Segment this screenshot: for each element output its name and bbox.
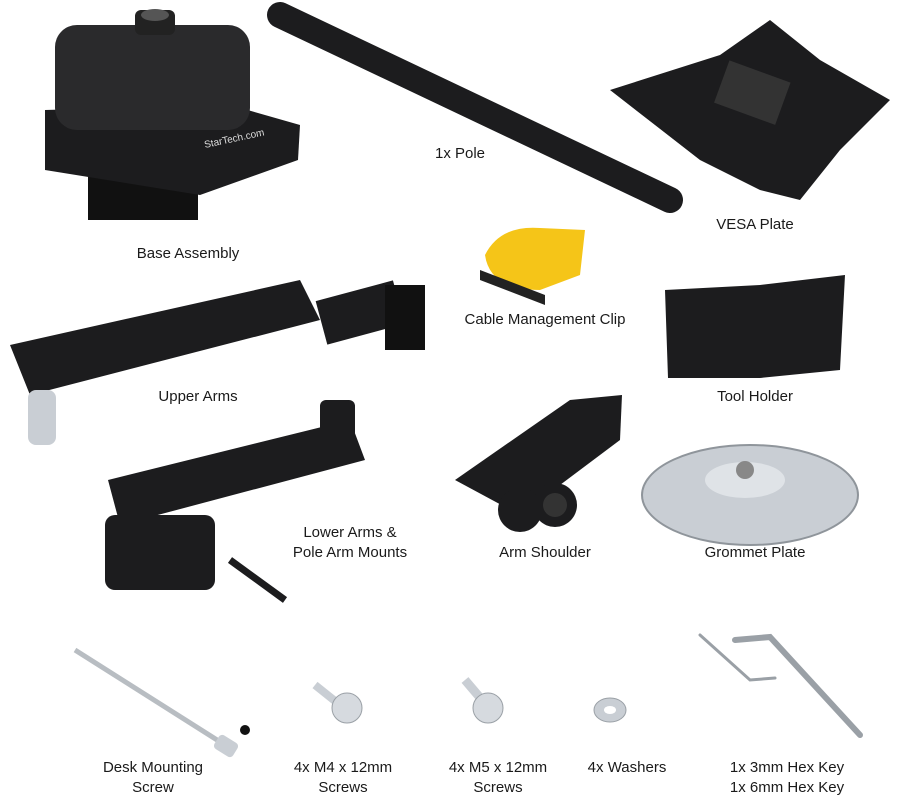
label-lower-arms-line2: Pole Arm Mounts bbox=[292, 544, 408, 561]
label-hex-line2: 1x 6mm Hex Key bbox=[729, 779, 845, 796]
grommet-plate-image bbox=[641, 444, 859, 546]
hex-keys-image bbox=[698, 633, 863, 738]
label-arm-shoulder: Arm Shoulder bbox=[499, 544, 591, 561]
label-grommet-plate: Grommet Plate bbox=[704, 544, 806, 561]
label-tool-holder: Tool Holder bbox=[717, 388, 793, 405]
label-m4-screws: 4x M4 x 12mm Screws bbox=[294, 758, 392, 798]
tool-holder-image bbox=[665, 275, 845, 378]
label-m5-screws: 4x M5 x 12mm Screws bbox=[449, 758, 547, 798]
label-m5-line1: 4x M5 x 12mm bbox=[448, 759, 548, 776]
label-desk-screw: Desk Mounting Screw bbox=[103, 758, 203, 798]
desk-screw-image bbox=[73, 647, 250, 758]
label-vesa-plate: VESA Plate bbox=[716, 216, 794, 233]
washer-image bbox=[593, 697, 627, 723]
label-m5-line2: Screws bbox=[473, 779, 523, 796]
label-desk-screw-line2: Screw bbox=[132, 779, 174, 796]
arm-shoulder-image bbox=[455, 395, 622, 532]
base-assembly-image: StarTech.com bbox=[45, 9, 300, 220]
label-m4-line1: 4x M4 x 12mm bbox=[293, 759, 393, 776]
label-base-assembly: Base Assembly bbox=[136, 245, 240, 262]
label-cable-clip: Cable Management Clip bbox=[464, 311, 626, 328]
m4-screw-image bbox=[312, 681, 363, 724]
label-washers: 4x Washers bbox=[587, 759, 667, 776]
pole-image bbox=[267, 2, 683, 213]
label-hex-line1: 1x 3mm Hex Key bbox=[729, 759, 845, 776]
label-lower-arms: Lower Arms & Pole Arm Mounts bbox=[293, 523, 407, 563]
upper-arms-image bbox=[10, 280, 425, 445]
label-m4-line2: Screws bbox=[318, 779, 368, 796]
cable-clip-image bbox=[480, 227, 585, 305]
label-pole: 1x Pole bbox=[434, 145, 486, 162]
label-desk-screw-line1: Desk Mounting bbox=[102, 759, 204, 776]
label-hex-keys: 1x 3mm Hex Key 1x 6mm Hex Key bbox=[730, 758, 844, 798]
label-upper-arms: Upper Arms bbox=[158, 388, 238, 405]
m5-screw-image bbox=[461, 677, 504, 724]
label-lower-arms-line1: Lower Arms & bbox=[303, 524, 397, 541]
lower-arms-image bbox=[105, 400, 365, 603]
